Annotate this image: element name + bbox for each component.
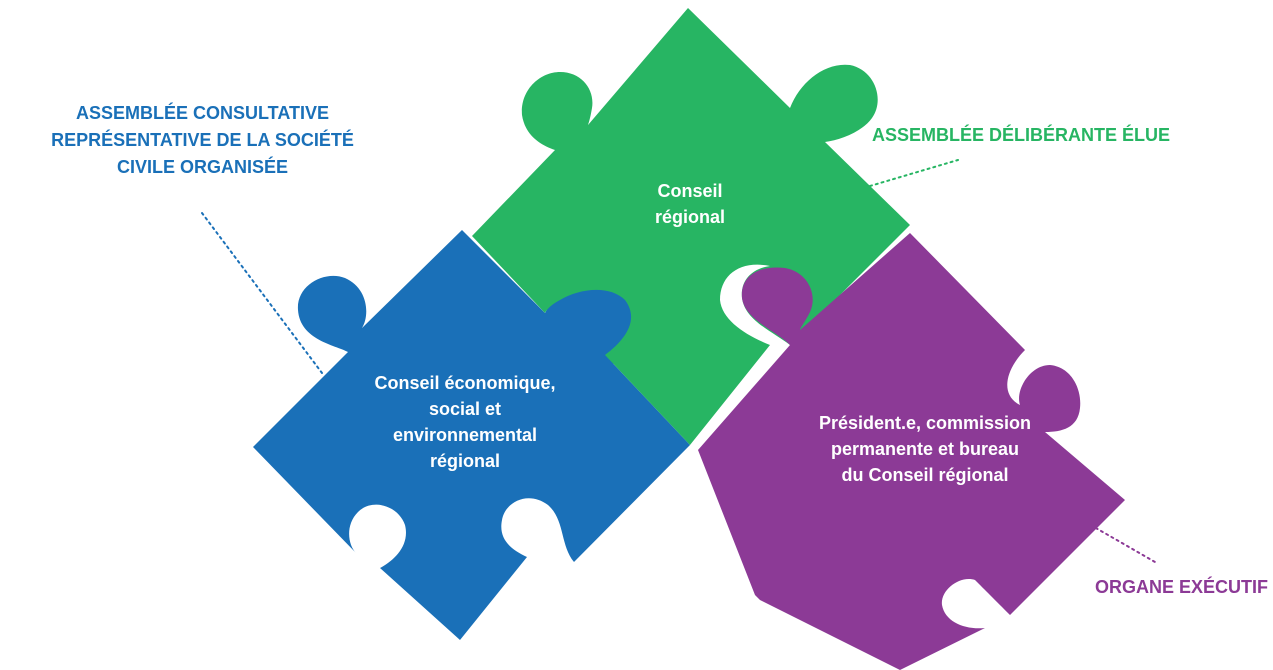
- deliberante-leader-line: [869, 159, 959, 187]
- deliberante-callout: ASSEMBLÉE DÉLIBÉRANTE ÉLUE: [872, 125, 1171, 145]
- conseil-regional-puzzle-piece: [472, 8, 910, 445]
- conseil-regional-label: Conseil régional: [654, 181, 725, 227]
- ceser-puzzle-piece: [253, 230, 690, 640]
- ceser-label: Conseil économique, social et environnem…: [374, 373, 556, 471]
- executif-callout: ORGANE EXÉCUTIF: [1094, 577, 1268, 597]
- executif-leader-line: [1074, 515, 1156, 563]
- executif-label: Président.e, commission permanente et bu…: [818, 413, 1032, 485]
- executif-puzzle-piece: [698, 233, 1125, 670]
- consultative-callout: ASSEMBLÉE CONSULTATIVE REPRÉSENTATIVE DE…: [51, 103, 354, 177]
